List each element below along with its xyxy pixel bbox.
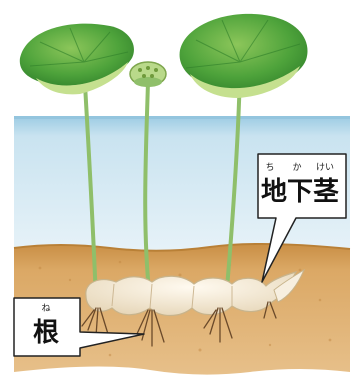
water-surface-line — [14, 116, 350, 119]
root-label: 根 — [33, 318, 59, 348]
rhizome-label: 地下茎 — [261, 177, 339, 207]
lotus-leaf-left — [20, 24, 134, 95]
root-ruby: ね — [41, 303, 50, 314]
lotus-leaf-right — [180, 14, 308, 98]
rhizome-ruby-3: けい — [316, 162, 334, 173]
rhizome-ruby-2: か — [292, 162, 301, 173]
lotus-seedpod — [130, 62, 166, 87]
rhizome-ruby-1: ち — [265, 162, 274, 173]
